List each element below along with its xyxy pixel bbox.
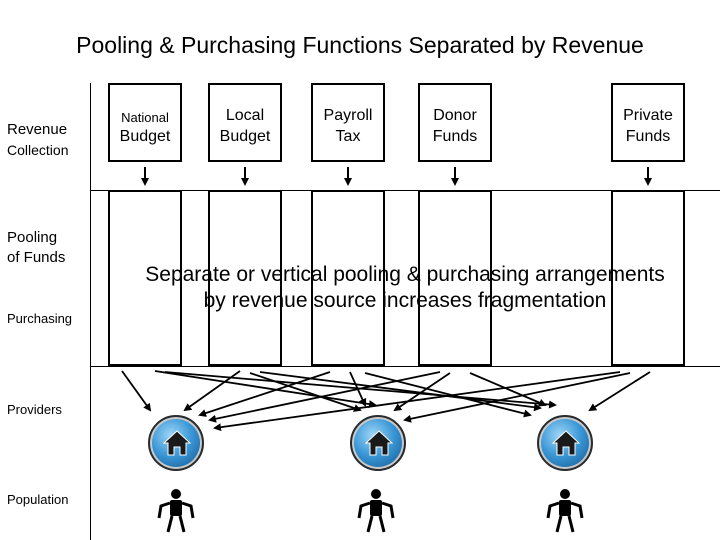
row-label-collection: Collection <box>7 142 69 158</box>
source-box-local-budget: Local Budget <box>208 83 282 162</box>
purchase-arrow <box>183 370 241 412</box>
source-label-line2: Funds <box>432 128 478 145</box>
caption-line2: by revenue source increases fragmentatio… <box>203 289 607 312</box>
purchase-arrow <box>364 372 532 418</box>
down-arrows <box>141 167 652 186</box>
purchase-arrow <box>403 372 631 423</box>
source-label-line1: Donor <box>433 107 477 124</box>
row-label-of-funds: of Funds <box>7 249 66 266</box>
house-icon <box>365 430 393 456</box>
person-icon <box>157 489 195 533</box>
purchase-arrow <box>164 371 557 409</box>
purchase-arrow <box>154 370 377 409</box>
provider-house-icon <box>350 415 406 471</box>
row-label-providers: Providers <box>7 402 62 417</box>
source-label-line1: National <box>121 110 169 125</box>
source-label-line2: Budget <box>219 128 271 145</box>
purchase-arrow <box>588 371 651 412</box>
pool-box-national-budget <box>108 190 182 366</box>
source-box-payroll-tax: Payroll Tax <box>311 83 385 162</box>
source-label-line2: Tax <box>335 128 361 145</box>
provider-house-icon <box>537 415 593 471</box>
fragmentation-caption: Separate or vertical pooling & purchasin… <box>90 262 720 314</box>
house-icon <box>163 430 191 456</box>
pool-box-payroll-tax <box>311 190 385 366</box>
purchase-arrow <box>469 372 547 407</box>
person-icon <box>546 489 584 533</box>
source-box-private-funds: Private Funds <box>611 83 685 162</box>
row-label-revenue: Revenue <box>7 121 68 138</box>
source-label-line2: Funds <box>625 128 671 145</box>
person-icon <box>357 489 395 533</box>
divider-vertical <box>90 83 91 540</box>
provider-house-icon <box>148 415 204 471</box>
source-label-line1: Payroll <box>323 107 373 124</box>
row-label-pooling: Pooling <box>7 229 58 246</box>
row-label-purchasing: Purchasing <box>7 311 73 326</box>
pool-box-private-funds <box>611 190 685 366</box>
pool-box-local-budget <box>208 190 282 366</box>
row-label-revenue-collection: Revenue Collection <box>7 120 68 161</box>
caption-line1: Separate or vertical pooling & purchasin… <box>145 263 665 286</box>
page-title: Pooling & Purchasing Functions Separated… <box>76 32 644 58</box>
purchase-arrow <box>393 372 451 412</box>
source-label-line1: Local <box>225 107 265 124</box>
source-box-national-budget: National Budget <box>108 83 182 162</box>
house-icon <box>552 430 580 456</box>
row-label-population: Population <box>7 492 69 507</box>
source-label-line2: Budget <box>119 128 171 145</box>
divider-horizontal-2 <box>90 366 720 367</box>
purchase-arrow <box>349 371 367 407</box>
purchase-arrow <box>249 372 362 412</box>
divider-horizontal-1 <box>90 190 720 191</box>
purchase-arrow <box>208 371 441 423</box>
row-label-pooling-of-funds: Pooling of Funds <box>7 228 65 268</box>
source-box-donor-funds: Donor Funds <box>418 83 492 162</box>
source-label-line1: Private <box>623 107 673 124</box>
purchase-arrow <box>121 370 152 412</box>
purchase-arrow <box>259 371 542 412</box>
pool-box-donor-funds <box>418 190 492 366</box>
purchase-arrow <box>198 371 331 417</box>
